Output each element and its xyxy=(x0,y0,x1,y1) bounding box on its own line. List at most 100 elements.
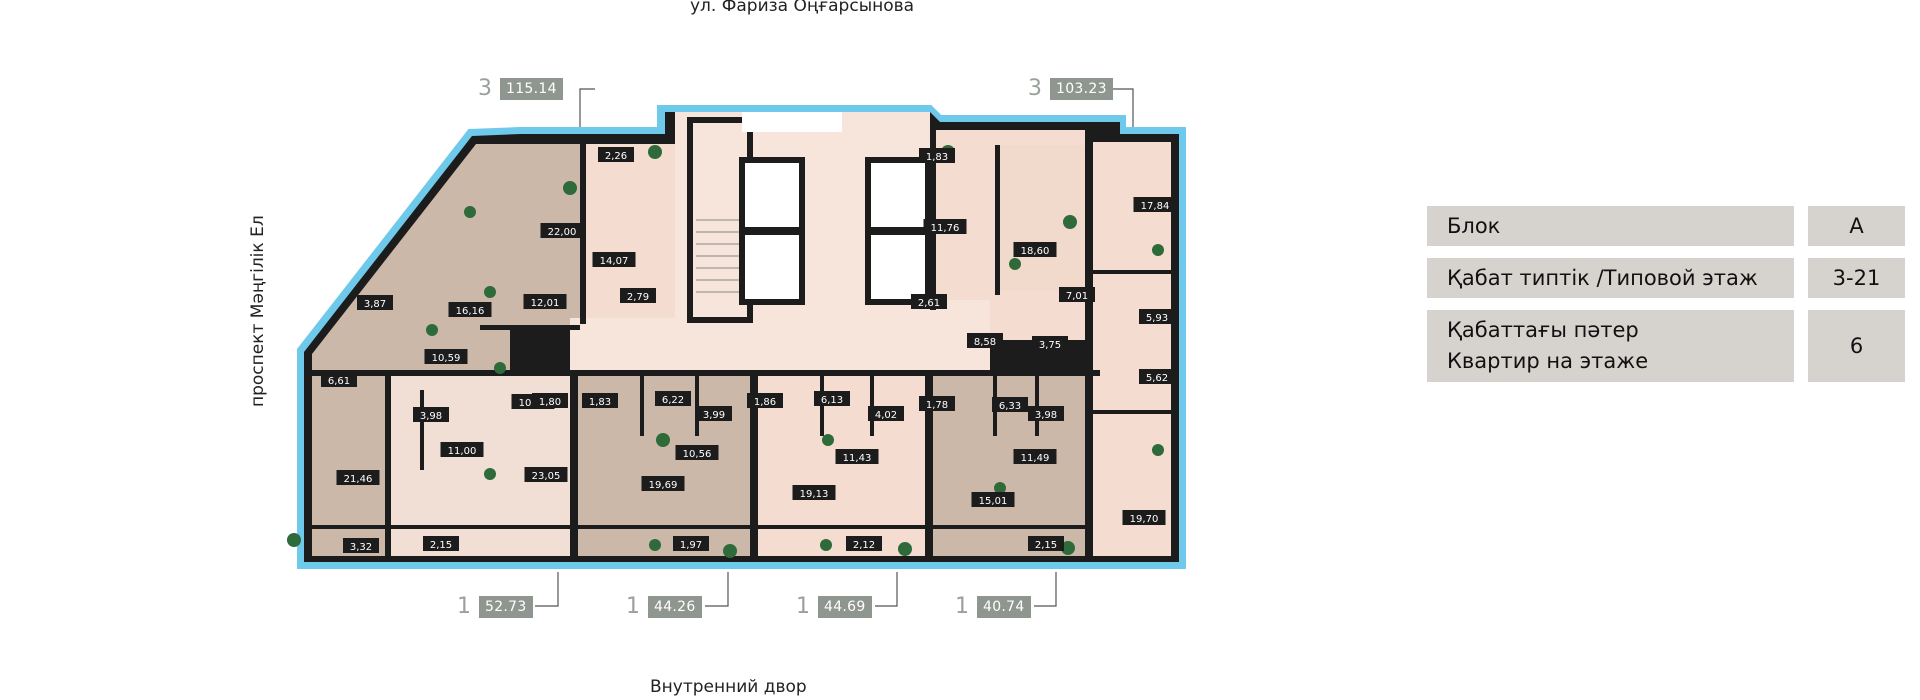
room-area-label-bg xyxy=(598,147,634,162)
room-area-label: 6,22 xyxy=(655,391,691,406)
room-area-label-bg xyxy=(440,442,484,457)
room-area-label-bg xyxy=(1133,197,1177,212)
room-area-label: 16,16 xyxy=(448,302,492,317)
room-area-label-text: 1,83 xyxy=(589,397,611,408)
room-area-label-text: 6,61 xyxy=(328,376,350,387)
room-area-label-text: 2,12 xyxy=(853,540,875,551)
floor-value: 3-21 xyxy=(1808,258,1905,298)
apartments-label: Қабаттағы пәтер Квартир на этаже xyxy=(1427,310,1794,382)
room-area-label-bg xyxy=(835,449,879,464)
room-area-label: 19,69 xyxy=(641,476,685,491)
apartment-area: 115.14 xyxy=(500,77,563,100)
room-area-label-text: 3,75 xyxy=(1039,340,1061,351)
room-area-label-text: 21,46 xyxy=(344,474,373,485)
room-area-label-bg xyxy=(1059,287,1095,302)
room-area-label: 3,98 xyxy=(413,407,449,422)
room-area-label-bg xyxy=(675,445,719,460)
room-area-label-bg xyxy=(413,407,449,422)
room-area-label: 3,99 xyxy=(696,406,732,421)
room-area-label: 11,43 xyxy=(835,449,879,464)
apartment-callout[interactable]: 1 52.73 xyxy=(457,594,533,619)
rooms-count: 1 xyxy=(626,594,640,619)
room-area-label-text: 22,00 xyxy=(548,227,577,238)
room-area-label-bg xyxy=(1013,449,1057,464)
room-area-label: 14,07 xyxy=(592,252,636,267)
plant-icons xyxy=(287,145,1164,558)
room-area-label-text: 4,02 xyxy=(875,410,897,421)
apartment-callout[interactable]: 1 40.74 xyxy=(955,594,1031,619)
room-area-label: 4,02 xyxy=(868,406,904,421)
apartment-area: 44.69 xyxy=(818,595,872,618)
room-area-labels: 2,26 22,00 14,07 2,79 16,16 3,87 12,01 10,59 6,6… xyxy=(321,147,1177,553)
room-area-label-bg xyxy=(1139,369,1175,384)
room-area-label-text: 2,79 xyxy=(627,292,649,303)
room-area-label-bg xyxy=(336,470,380,485)
apartment-area: 52.73 xyxy=(479,595,533,618)
room-area-label-bg xyxy=(1139,309,1175,324)
room-area-label-text: 3,98 xyxy=(420,411,442,422)
room-area-label-text: 11,76 xyxy=(931,223,960,234)
room-area-label-bg xyxy=(919,396,955,411)
room-area-label-text: 14,07 xyxy=(600,256,629,267)
room-area-label-text: 1,86 xyxy=(754,397,776,408)
room-area-label-bg xyxy=(321,372,357,387)
room-area-label-text: 18,60 xyxy=(1021,246,1050,257)
room-area-label-text: 5,62 xyxy=(1146,373,1168,384)
room-area-label-text: 8,58 xyxy=(974,337,996,348)
room-area-label: 3,87 xyxy=(357,295,393,310)
room-area-label: 5,62 xyxy=(1139,369,1175,384)
apartment-callout[interactable]: 1 44.69 xyxy=(796,594,872,619)
room-area-label-bg xyxy=(992,397,1028,412)
room-area-label-bg xyxy=(357,295,393,310)
apartment-callout[interactable]: 3 103.23 xyxy=(1028,76,1113,101)
room-area-label-bg xyxy=(582,393,618,408)
room-area-label-bg xyxy=(919,148,955,163)
room-area-label-text: 12,01 xyxy=(531,298,560,309)
room-area-label-bg xyxy=(971,492,1015,507)
room-area-label-text: 11,00 xyxy=(448,446,477,457)
room-area-label-text: 2,61 xyxy=(918,298,940,309)
room-area-label: 15,01 xyxy=(971,492,1015,507)
room-area-label-bg xyxy=(424,349,468,364)
room-area-label: 6,33 xyxy=(992,397,1028,412)
room-area-label-bg xyxy=(343,538,379,553)
room-area-label: 11,76 xyxy=(923,219,967,234)
room-area-label-text: 1,97 xyxy=(680,540,702,551)
room-area-label: 1,83 xyxy=(919,148,955,163)
room-area-label: 23,05 xyxy=(524,467,568,482)
room-area-label: 22,00 xyxy=(540,223,584,238)
room-area-label-text: 6,33 xyxy=(999,401,1021,412)
room-area-label-bg xyxy=(1028,406,1064,421)
street-label-top: ул. Фариза Оңғарсынова xyxy=(690,0,915,16)
room-area-label-bg xyxy=(792,485,836,500)
room-area-label-text: 15,01 xyxy=(979,496,1008,507)
room-area-label: 7,01 xyxy=(1059,287,1095,302)
room-area-label-bg xyxy=(673,536,709,551)
room-area-label-bg xyxy=(967,333,1003,348)
apartment-area: 44.26 xyxy=(648,595,702,618)
room-area-label-bg xyxy=(814,391,850,406)
room-area-label-bg xyxy=(423,536,459,551)
room-area-label-text: 10,56 xyxy=(683,449,712,460)
room-area-label: 1,80 xyxy=(532,393,568,408)
room-area-label: 2,26 xyxy=(598,147,634,162)
room-area-label-bg xyxy=(1028,536,1064,551)
apartment-callout[interactable]: 1 44.26 xyxy=(626,594,702,619)
apartments-label-kz: Қабаттағы пәтер xyxy=(1447,318,1639,342)
room-area-label-text: 2,15 xyxy=(1035,540,1057,551)
room-area-label-bg xyxy=(923,219,967,234)
room-area-label-bg xyxy=(532,393,568,408)
room-area-label-text: 6,22 xyxy=(662,395,684,406)
apartment-callout[interactable]: 3 115.14 xyxy=(478,76,563,101)
rooms-count: 1 xyxy=(955,594,969,619)
apartments-label-ru: Квартир на этаже xyxy=(1447,349,1649,373)
rooms-count: 3 xyxy=(478,76,492,101)
room-area-label-bg xyxy=(524,467,568,482)
room-area-label: 2,15 xyxy=(423,536,459,551)
room-area-label: 10,59 xyxy=(424,349,468,364)
room-area-label-text: 3,32 xyxy=(350,542,372,553)
room-area-label-text: 16,16 xyxy=(456,306,485,317)
room-area-label-bg xyxy=(641,476,685,491)
room-area-label-bg xyxy=(540,223,584,238)
